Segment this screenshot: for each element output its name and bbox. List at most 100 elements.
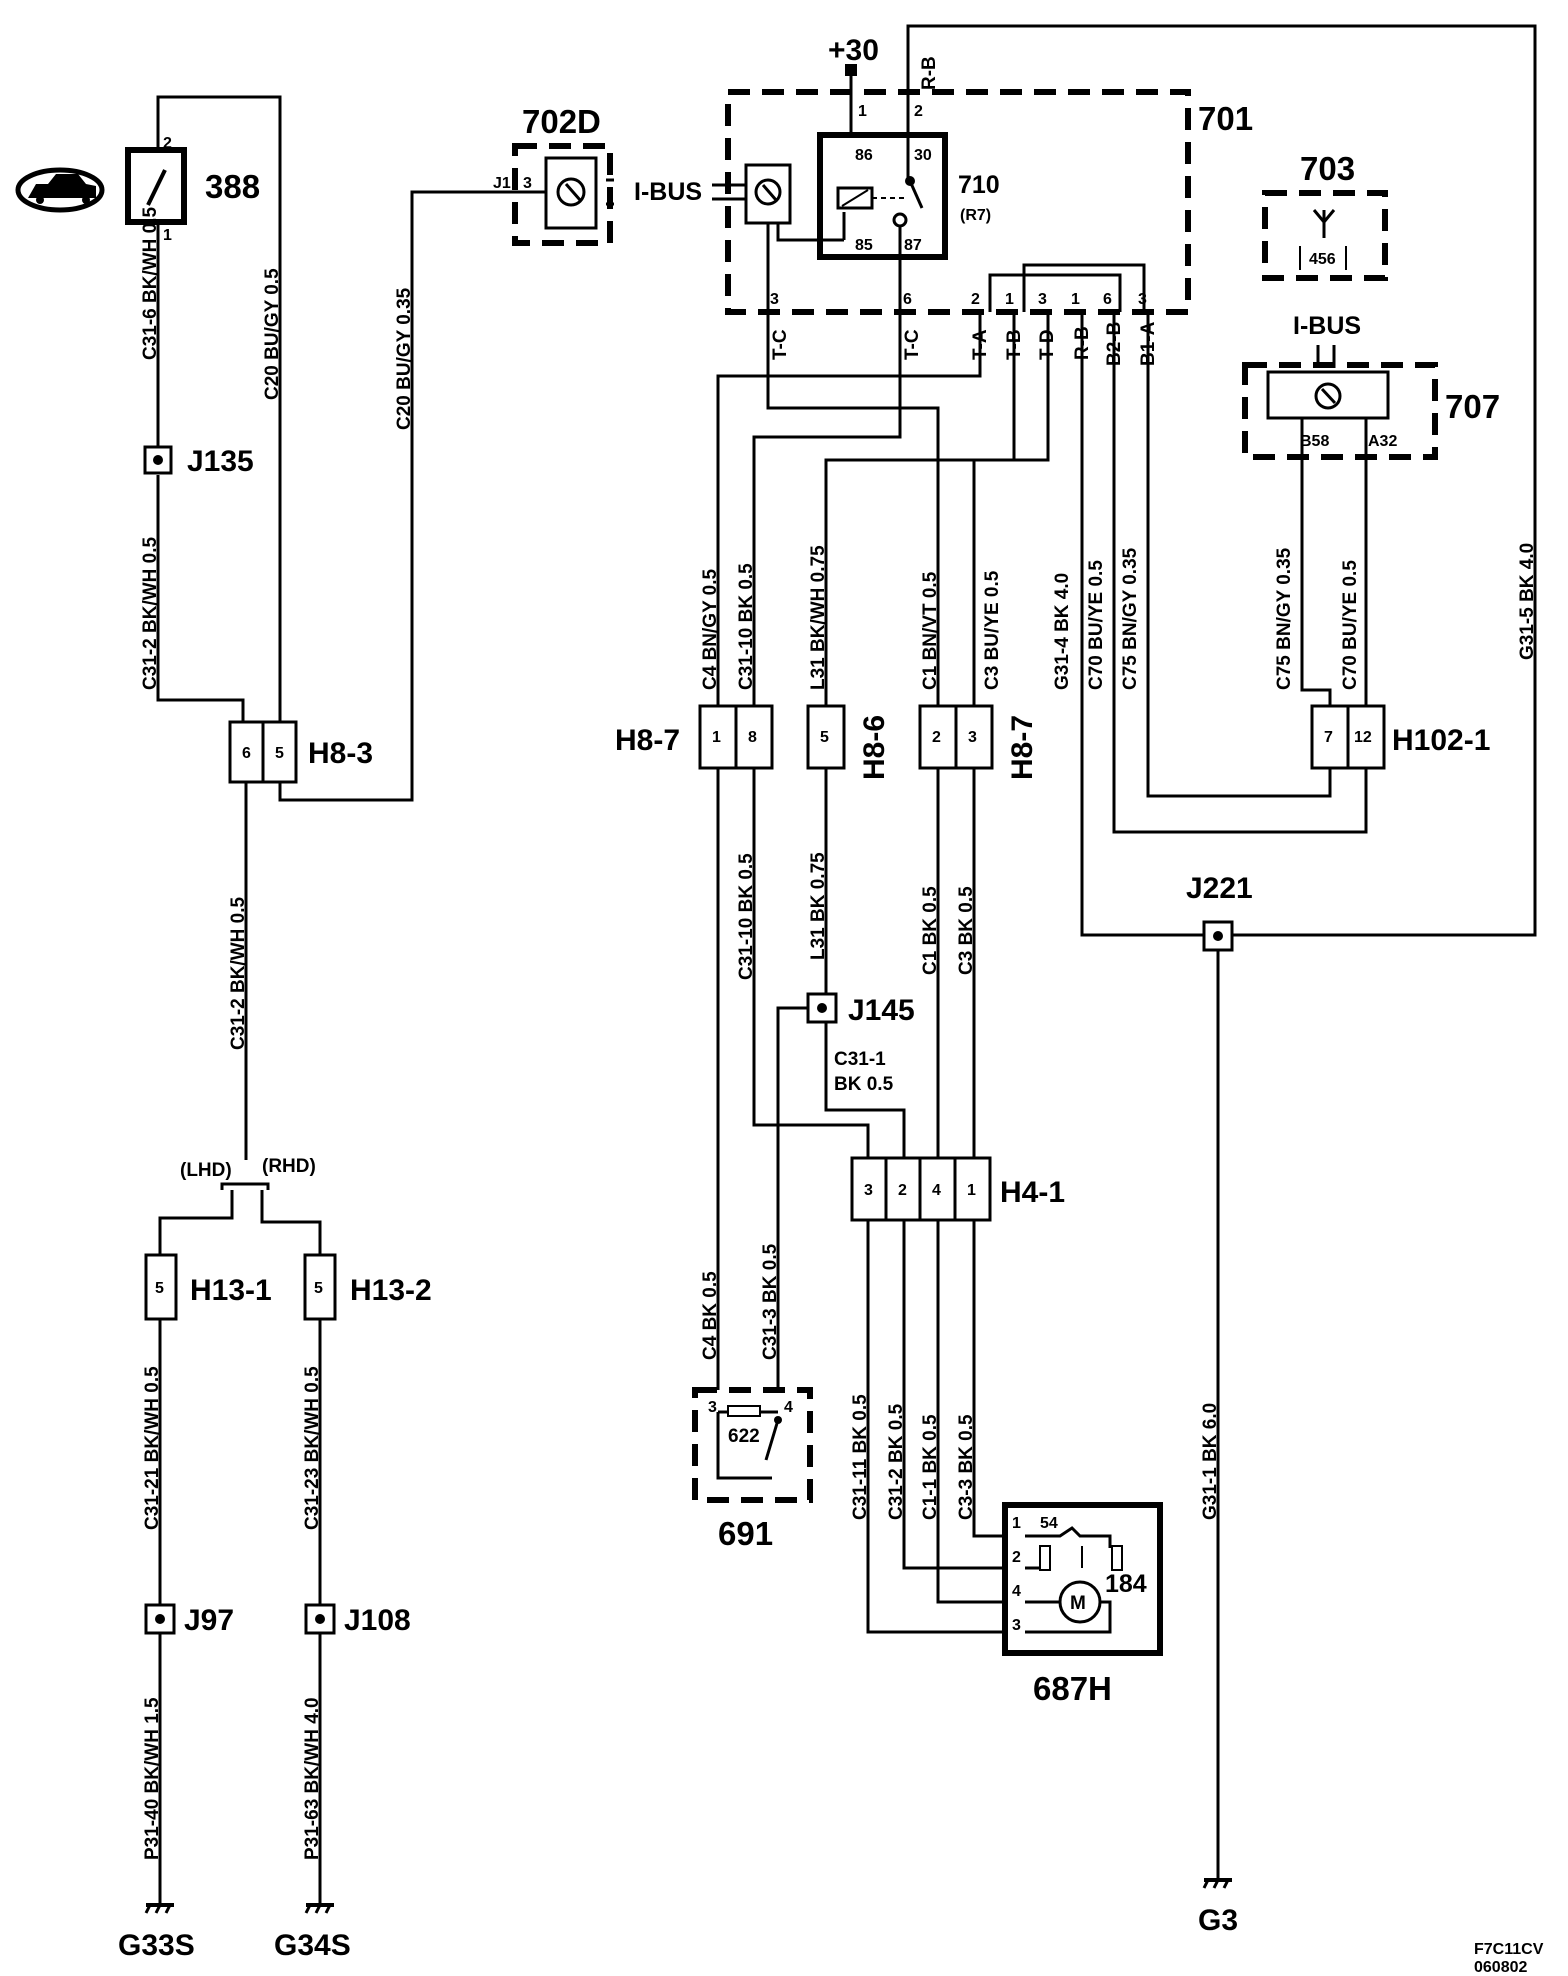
module-707: [1242, 362, 1438, 460]
module-702d: [512, 143, 613, 246]
pin-701-b3b: 3: [1038, 291, 1047, 308]
pin-687-54: 54: [1040, 1515, 1058, 1532]
wire-c20-b: C20 BU/GY 0.35: [394, 287, 415, 430]
pin-h8-3-6: 6: [242, 745, 251, 762]
wire-c3-3-label: C3-3 BK 0.5: [956, 1414, 977, 1520]
wire-lhd: [158, 1190, 234, 1255]
label-h4-1: H4-1: [1000, 1176, 1065, 1209]
label-710-sub: (R7): [960, 207, 991, 224]
wire-c3-3: [972, 1220, 1012, 1538]
wire-c75-707: [1300, 418, 1332, 706]
pin-h8-7-3: 3: [968, 729, 977, 746]
pin-701-2: 2: [914, 103, 923, 120]
wire-c1-1: [936, 1220, 1012, 1604]
pin-701-b1a: 1: [1005, 291, 1014, 308]
label-h8-3: H8-3: [308, 737, 373, 770]
pin-h4-4: 4: [932, 1182, 941, 1199]
wire-c20-to-702d: [278, 190, 500, 802]
wire-g31-1-label: G31-1 BK 6.0: [1200, 1403, 1221, 1520]
pin-687-1: 1: [1012, 1515, 1021, 1532]
pin-701-b2: 2: [971, 291, 980, 308]
pin-707-b58: B58: [1300, 433, 1329, 450]
label-691: 691: [718, 1515, 773, 1552]
module-687h: [1002, 1502, 1163, 1656]
pin-h102-7: 7: [1324, 729, 1333, 746]
pin-h8-6-5: 5: [820, 729, 829, 746]
wire-p31-63: P31-63 BK/WH 4.0: [302, 1697, 323, 1860]
wire-c31-2b: C31-2 BK/WH 0.5: [228, 896, 249, 1050]
label-707: 707: [1445, 388, 1500, 425]
connector-h8-6: [806, 704, 846, 770]
pin-h13-1-5: 5: [155, 1280, 164, 1297]
wire-c70a: C70 BU/YE 0.5: [1086, 560, 1107, 690]
label-rb-top: R-B: [919, 56, 940, 90]
label-710: 710: [958, 171, 1000, 199]
pin-701-b6: 6: [903, 291, 912, 308]
wire-c31-6: C31-6 BK/WH 0.5: [140, 206, 161, 360]
pin-707-a32: A32: [1368, 433, 1397, 450]
label-388: 388: [205, 168, 260, 205]
label-687h: 687H: [1033, 1670, 1112, 1707]
label-702d: 702D: [522, 103, 601, 140]
ground-icon: [1202, 1878, 1232, 1889]
ground-icon: [144, 1903, 174, 1914]
label-tc2: T-C: [902, 329, 923, 360]
wire-c31-23: C31-23 BK/WH 0.5: [302, 1366, 323, 1530]
label-703: 703: [1300, 150, 1355, 187]
wire-c31-2a: C31-2 BK/WH 0.5: [140, 536, 161, 690]
wire-c31-1: [824, 1022, 906, 1158]
pin-710-87: 87: [904, 237, 922, 254]
wire-c1b: C1 BK 0.5: [920, 886, 941, 975]
wire-c31-11: [866, 1220, 1005, 1634]
diagram-code: F7C11CV: [1474, 1941, 1544, 1958]
wire-c31-10b: [752, 768, 870, 1158]
wire-c4b-label: C4 BK 0.5: [700, 1271, 721, 1360]
resistor-622: [727, 1405, 761, 1417]
switch-388: [125, 147, 187, 225]
wire-c75: [1146, 312, 1332, 798]
ground-icon: [304, 1903, 334, 1914]
wire-c3a: C3 BU/YE 0.5: [982, 570, 1003, 690]
label-g34s: G34S: [274, 1929, 351, 1962]
pin-702-3: 3: [523, 175, 532, 192]
label-h8-7-right: H8-7: [1006, 715, 1039, 780]
label-h13-1: H13-1: [190, 1274, 272, 1307]
wire-l31: [824, 312, 1016, 706]
label-h8-7-left: H8-7: [615, 724, 680, 757]
wire-l31b: L31 BK 0.75: [808, 852, 829, 960]
pin-388-2: 2: [163, 135, 172, 152]
antenna-icon: [1299, 209, 1347, 270]
wire-c31-11-label: C31-11 BK 0.5: [850, 1394, 871, 1520]
wire-g31-5-loop: [906, 24, 1537, 937]
wire-c31-1-line1: C31-1: [834, 1049, 886, 1070]
label-701: 701: [1198, 100, 1253, 137]
wire-p31-40: P31-40 BK/WH 1.5: [142, 1697, 163, 1860]
wire-388-top: [156, 95, 282, 722]
pin-687-2: 2: [1012, 1549, 1021, 1566]
label-h8-6: H8-6: [858, 715, 891, 780]
pin-h8-3-5: 5: [275, 745, 284, 762]
wire-c3b: C3 BK 0.5: [956, 886, 977, 975]
label-plus30: +30: [828, 34, 879, 67]
label-ibus-701: I-BUS: [634, 178, 702, 206]
wire-g31-4: G31-4 BK 4.0: [1052, 573, 1073, 690]
pin-h4-3: 3: [864, 1182, 873, 1199]
wire-c31-21: C31-21 BK/WH 0.5: [142, 1366, 163, 1530]
wire-c3: [972, 312, 1050, 706]
wire-c4: [716, 312, 982, 706]
label-lhd: (LHD): [180, 1160, 232, 1181]
pin-388-1: 1: [163, 227, 172, 244]
wire-c31-1-line2: BK 0.5: [834, 1074, 894, 1095]
pin-691-3: 3: [708, 1399, 717, 1416]
wire-rhd: [260, 1190, 322, 1255]
pin-687-4: 4: [1012, 1583, 1021, 1600]
wire-c31-10a: C31-10 BK 0.5: [736, 563, 757, 690]
pin-h4-1: 1: [967, 1182, 976, 1199]
label-g33s: G33S: [118, 1929, 195, 1962]
pin-h8-7-2: 2: [932, 729, 941, 746]
pin-h4-2: 2: [898, 1182, 907, 1199]
pin-710-85: 85: [855, 237, 873, 254]
pin-701-b6b: 6: [1103, 291, 1112, 308]
connector-h13-1: [144, 1253, 178, 1321]
wire-c70b: C70 BU/YE 0.5: [1340, 560, 1361, 690]
